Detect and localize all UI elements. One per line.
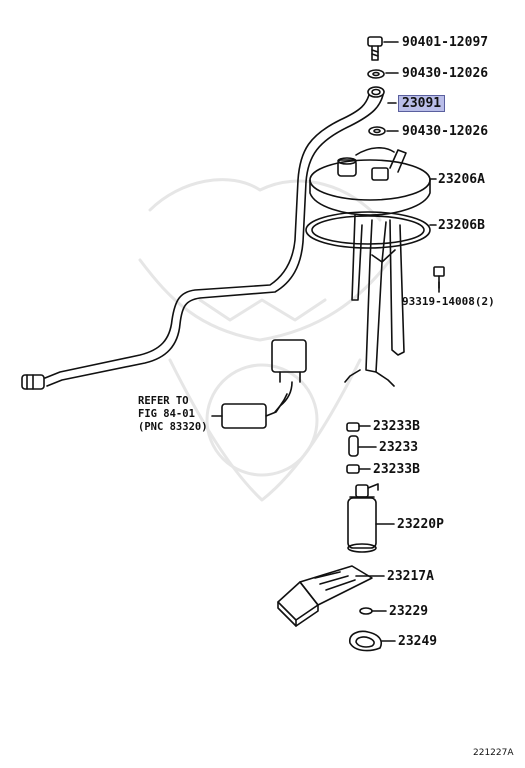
fuel-pump-drawing [347, 483, 379, 553]
bolt-drawing [367, 36, 383, 61]
part-label-gauge-assy[interactable]: 23206A [438, 172, 485, 187]
catalog-number: 221227A [473, 748, 514, 758]
cushion-drawing [349, 630, 383, 652]
part-label-washer-top[interactable]: 90430-12026 [402, 66, 489, 81]
part-label-bolt[interactable]: 90401-12097 [402, 35, 489, 50]
part-label-cushion[interactable]: 23249 [398, 634, 438, 649]
part-label-fuel-filter[interactable]: 23217A [387, 569, 434, 584]
part-label-screw[interactable]: 93319-14008(2) [402, 294, 495, 309]
pump-bracket-drawing [344, 214, 405, 387]
part-label-gasket[interactable]: 23206B [438, 218, 485, 233]
washer-top-drawing [367, 69, 385, 79]
connector-drawing [221, 339, 307, 429]
gasket-drawing [305, 211, 431, 249]
reference-line-2: FIG 84-01 [138, 408, 195, 420]
part-label-clamp-b[interactable]: 23233B [373, 462, 420, 477]
reference-line-3: (PNC 83320) [138, 421, 208, 433]
fuel-tube-drawing [21, 86, 385, 390]
part-label-retainer[interactable]: 23229 [389, 604, 429, 619]
part-label-clamp-a[interactable]: 23233B [373, 419, 420, 434]
hose-clamps-drawing [346, 422, 360, 474]
reference-line-1: REFER TO [138, 395, 189, 407]
part-number: 93319-14008 [402, 295, 475, 308]
part-label-fuel-pump[interactable]: 23220P [397, 517, 444, 532]
gauge-assy-drawing [309, 147, 431, 216]
watermark-emblem [138, 178, 392, 502]
washer-bottom-drawing [368, 126, 386, 136]
retainer-drawing [359, 607, 373, 615]
part-quantity: (2) [474, 295, 495, 308]
part-label-hose[interactable]: 23233 [379, 440, 419, 455]
part-label-washer-bottom[interactable]: 90430-12026 [402, 124, 489, 139]
part-label-fuel-tube-highlighted[interactable]: 23091 [398, 95, 446, 112]
reference-note: REFER TO FIG 84-01 (PNC 83320) [138, 395, 208, 434]
fuel-filter-drawing [277, 565, 373, 627]
